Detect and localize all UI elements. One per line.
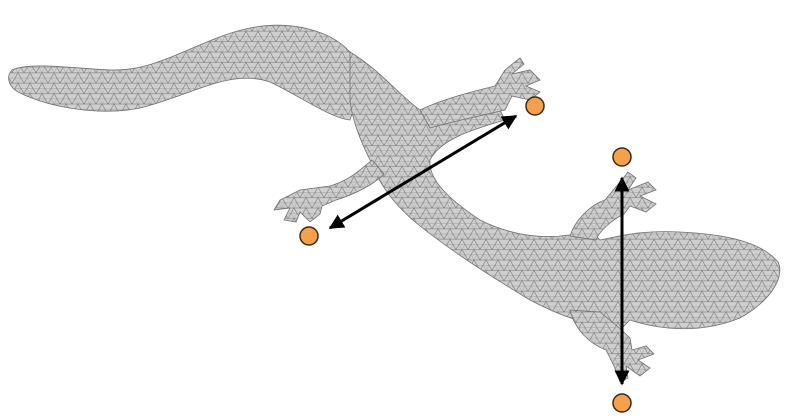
gecko-leg-rear-top-mesh	[570, 172, 656, 240]
handle-rear-bottom-foot[interactable]	[613, 394, 631, 412]
gecko-tail-mesh	[9, 25, 361, 120]
handle-front-left-foot[interactable]	[300, 227, 318, 245]
gecko-torso-mesh	[350, 52, 780, 330]
gecko-mesh	[9, 25, 780, 382]
handle-rear-top-foot[interactable]	[613, 148, 631, 166]
handle-front-right-foot[interactable]	[526, 97, 544, 115]
gecko-leg-front-left-mesh	[274, 160, 384, 222]
